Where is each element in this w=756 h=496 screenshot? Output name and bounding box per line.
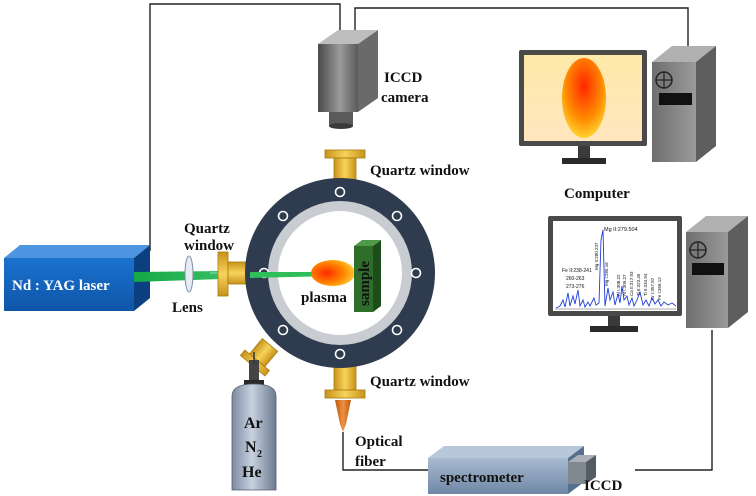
gas-cylinder [231, 360, 277, 491]
cable-spectro-to-computer [635, 330, 713, 471]
computer-top [519, 46, 716, 164]
laser-box [4, 245, 150, 311]
sample-label: sample [357, 261, 373, 306]
spec-ti: Ti II:323.45 [636, 273, 641, 296]
fiber-label-line2: fiber [355, 454, 386, 470]
iccd-camera [318, 30, 378, 129]
spec-fe-b: Fe I:358.12 [657, 277, 662, 300]
camera-label-line2: camera [381, 90, 429, 106]
connection-cables [149, 3, 713, 471]
laser-label: Nd : YAG laser [12, 278, 110, 294]
plasma [311, 260, 355, 286]
spec-cr: Cr I:357.87 [650, 277, 655, 300]
spec-mg-b: Mg I:285.16 [604, 262, 609, 286]
spec-fe-3: 273-276 [566, 284, 585, 290]
fiber-label-line1: Optical [355, 434, 403, 450]
spec-ca: Ca II:317.93 [629, 271, 634, 296]
spec-al-b: Al I:309.27 [622, 274, 627, 296]
detector-label: ICCD [584, 478, 623, 494]
spec-fe-1: Fe II:238-241 [562, 268, 592, 274]
spectrometer [428, 446, 584, 494]
bottom-window-label: Quartz window [370, 374, 470, 390]
lens-label: Lens [172, 300, 203, 316]
cable-camera-to-computer [354, 7, 689, 56]
spectrometer-label: spectrometer [440, 470, 524, 486]
gas-label-ar: Ar [244, 415, 263, 432]
computer-label: Computer [564, 186, 630, 202]
sample [354, 240, 381, 312]
camera-label-line1: ICCD [384, 70, 423, 86]
spec-al: Al I:308.22 [616, 274, 621, 296]
iccd-detector [568, 455, 596, 484]
spec-mg-a: Mg II:280.237 [594, 242, 599, 270]
optical-fiber-cable [342, 432, 430, 471]
spec-ti-b: Ti II:334.94 [643, 273, 648, 296]
computer-bottom [548, 216, 748, 332]
lens [184, 255, 194, 293]
left-window-label-line1: Quartz [184, 221, 230, 237]
gas-label-he: He [242, 464, 262, 481]
plasma-label: plasma [301, 290, 347, 306]
spectrum-plot: Mg II:279.504 Mg II:280.237 Mg I:285.16 … [555, 227, 677, 310]
top-window-label: Quartz window [370, 163, 470, 179]
left-window-label-line2: window [184, 238, 234, 254]
gas-label-n-subscript: 2 [257, 449, 262, 460]
cable-laser-to-camera [149, 3, 341, 251]
gas-label-n: N [245, 439, 257, 456]
fiber-tip [335, 400, 351, 432]
spectrum-trace [555, 229, 677, 309]
spec-mg-main: Mg II:279.504 [604, 227, 638, 233]
plasma-image-on-screen [562, 58, 606, 138]
spec-fe-2: 260-263 [566, 276, 585, 282]
